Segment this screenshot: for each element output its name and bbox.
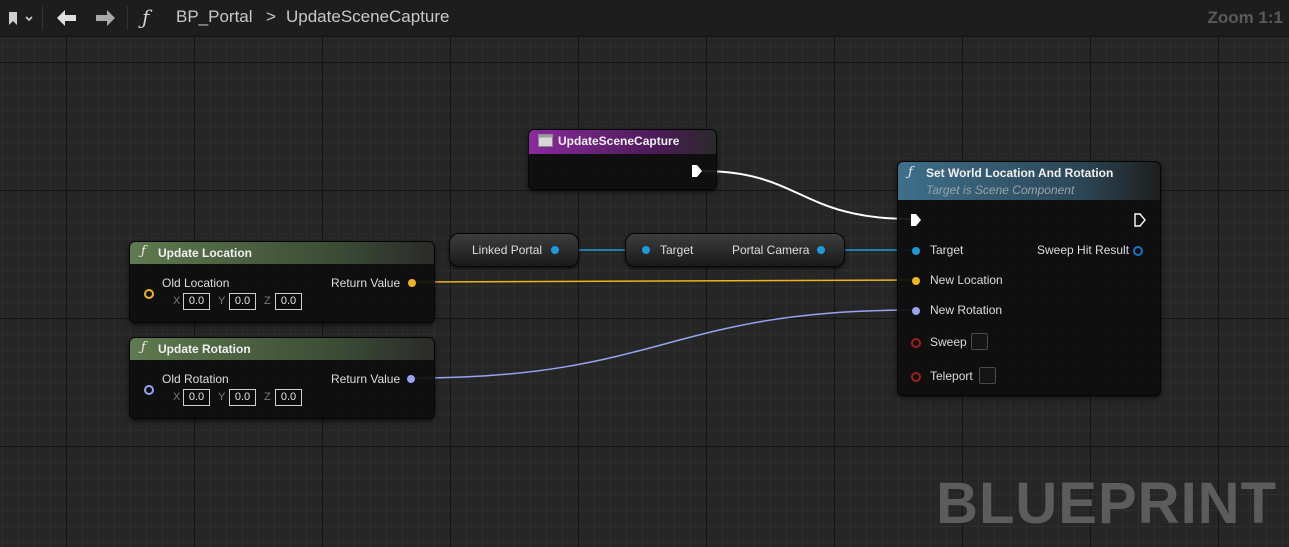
old-location-pin[interactable] — [144, 289, 154, 299]
update-location-node[interactable]: ƒ Update Location Old Location X 0.0 Y 0… — [129, 241, 435, 323]
exec-wire — [701, 170, 912, 220]
old-rotation-x-field[interactable]: 0.0 — [183, 389, 210, 406]
breadcrumb-separator: > — [266, 7, 276, 26]
old-rotation-y-field[interactable]: 0.0 — [229, 389, 256, 406]
old-rotation-label: Old Rotation — [162, 372, 229, 386]
set-world-title: Set World Location And Rotation — [926, 166, 1114, 180]
old-location-z-field[interactable]: 0.0 — [275, 293, 302, 310]
sweep-pin[interactable] — [911, 338, 921, 348]
x-label: X — [173, 295, 181, 307]
return-value-label: Return Value — [331, 372, 401, 386]
old-location-y-field[interactable]: 0.0 — [229, 293, 256, 310]
zoom-level: Zoom 1:1 — [1207, 8, 1283, 27]
old-location-x-field[interactable]: 0.0 — [183, 293, 210, 310]
set-world-subtitle: Target is Scene Component — [926, 183, 1075, 197]
update-rotation-node[interactable]: ƒ Update Rotation Old Rotation X 0.0 Y 0… — [129, 337, 435, 419]
z-label: Z — [264, 391, 271, 403]
new-location-label: New Location — [930, 273, 1003, 287]
return-value-pin[interactable] — [407, 375, 415, 383]
blueprint-watermark: BLUEPRINT — [936, 471, 1277, 536]
function-icon: ƒ — [908, 165, 913, 180]
portal-camera-getter-node[interactable]: Target Portal Camera — [625, 233, 845, 267]
target-pin[interactable] — [912, 247, 920, 255]
sweep-label: Sweep — [930, 335, 967, 349]
arrow-left-icon[interactable] — [55, 8, 79, 28]
target-input-pin[interactable] — [642, 246, 650, 254]
portal-camera-label: Portal Camera — [732, 243, 810, 257]
update-rotation-title: Update Rotation — [158, 342, 251, 356]
entry-node[interactable]: UpdateSceneCapture — [528, 129, 717, 190]
function-icon: ƒ — [141, 340, 146, 355]
old-rotation-z-field[interactable]: 0.0 — [275, 389, 302, 406]
new-rotation-pin[interactable] — [912, 307, 920, 315]
new-location-pin[interactable] — [912, 277, 920, 285]
teleport-pin[interactable] — [911, 372, 921, 382]
target-pin-label: Target — [930, 243, 964, 257]
rotation-wire — [414, 309, 913, 379]
breadcrumb-blueprint[interactable]: BP_Portal — [176, 7, 253, 26]
location-wire — [415, 279, 913, 283]
teleport-checkbox[interactable] — [979, 367, 996, 384]
function-icon: ƒ — [142, 5, 150, 29]
return-value-pin[interactable] — [408, 279, 416, 287]
sweep-checkbox[interactable] — [971, 333, 988, 350]
y-label: Y — [218, 295, 226, 307]
breadcrumb-function[interactable]: UpdateSceneCapture — [286, 7, 450, 26]
old-rotation-pin[interactable] — [144, 385, 154, 395]
x-label: X — [173, 391, 181, 403]
linked-portal-label: Linked Portal — [472, 243, 543, 257]
teleport-label: Teleport — [930, 369, 973, 383]
entry-node-title: UpdateSceneCapture — [558, 134, 680, 148]
set-world-location-rotation-node[interactable]: ƒ Set World Location And Rotation Target… — [897, 161, 1161, 396]
arrow-right-icon[interactable] — [93, 8, 117, 28]
bookmark-icon[interactable] — [7, 11, 35, 27]
sweep-hit-result-label: Sweep Hit Result — [1037, 243, 1130, 257]
return-value-label: Return Value — [331, 276, 401, 290]
update-location-title: Update Location — [158, 246, 253, 260]
new-rotation-label: New Rotation — [930, 303, 1003, 317]
old-location-label: Old Location — [162, 276, 230, 290]
sweep-hit-result-pin[interactable] — [1133, 246, 1143, 256]
graph-toolbar: ƒ BP_Portal > UpdateSceneCapture Zoom 1:… — [0, 0, 1289, 37]
exec-out-pin[interactable] — [1134, 213, 1146, 227]
function-entry-icon — [538, 134, 553, 147]
z-label: Z — [264, 295, 271, 307]
linked-portal-pin[interactable] — [551, 246, 559, 254]
linked-portal-variable-node[interactable]: Linked Portal — [449, 233, 579, 267]
exec-in-pin[interactable] — [910, 213, 922, 227]
y-label: Y — [218, 391, 226, 403]
target-label: Target — [660, 243, 694, 257]
portal-camera-pin[interactable] — [817, 246, 825, 254]
function-icon: ƒ — [141, 244, 146, 259]
exec-out-pin[interactable] — [691, 164, 703, 178]
